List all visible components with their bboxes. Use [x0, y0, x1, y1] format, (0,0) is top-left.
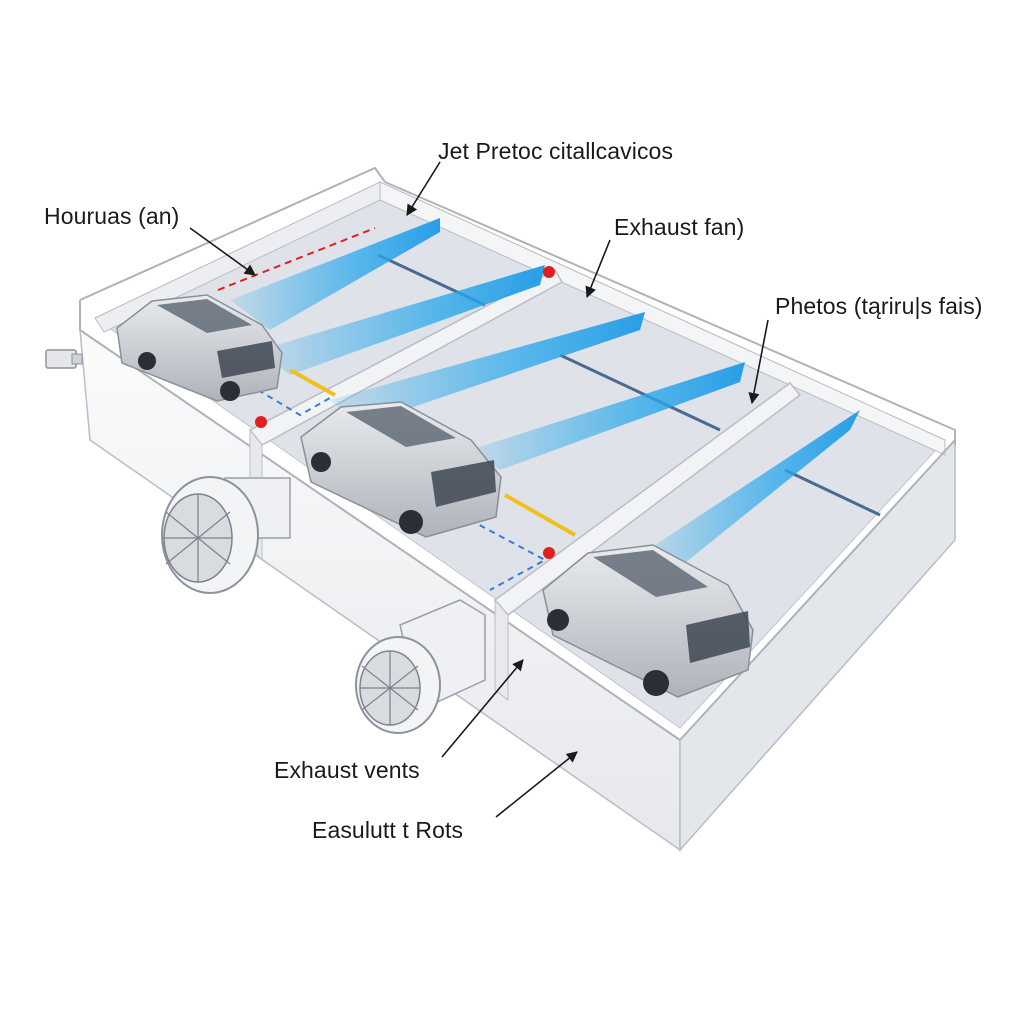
leader-arrow-icon [189, 227, 256, 276]
red-marker [543, 547, 555, 559]
blue-dashed-line [469, 519, 548, 591]
label-exhaust-fan: Exhaust fan) [614, 214, 745, 240]
bay-line-3 [784, 468, 881, 517]
red-marker [543, 266, 555, 278]
label-houruas: Houruas (an) [44, 203, 180, 229]
blue-dashed-line [257, 389, 331, 417]
bay-end-wall-2 [494, 598, 509, 702]
fan-icon [161, 476, 291, 594]
yellow-lane-line [504, 493, 576, 537]
airflow-jets [230, 218, 860, 575]
airflow-jet [260, 265, 545, 375]
leader-arrow-icon [441, 659, 524, 758]
leader-arrow-icon [406, 161, 441, 216]
red-marker [255, 416, 267, 428]
label-exhaust-vents: Exhaust vents [274, 757, 420, 783]
back-wall-right [379, 181, 946, 456]
car-icon [300, 401, 502, 538]
yellow-lane-line [289, 368, 336, 397]
fan-icon [355, 599, 486, 734]
airflow-jet [640, 410, 860, 575]
label-easulutt-rots: Easulutt t Rots [312, 817, 464, 843]
leader-arrow-icon [585, 239, 611, 299]
rim-front [79, 329, 681, 741]
label-phetos: Phetos (tąriru|s fais) [775, 293, 983, 319]
leader-arrow-icon [495, 751, 578, 818]
car-icon [542, 544, 754, 698]
bay-line-2 [559, 353, 721, 432]
label-jet-pretoc: Jet Pretoc citallcavicos [438, 138, 674, 164]
camera-icon [45, 349, 83, 369]
red-dashed-line [217, 227, 376, 291]
car-icon [116, 294, 283, 402]
airflow-jet [230, 218, 440, 330]
leader-arrows [189, 161, 769, 818]
leader-arrow-icon [748, 319, 769, 405]
airflow-jet [330, 312, 645, 425]
airflow-jet [470, 362, 745, 470]
rim-front-right [679, 439, 956, 741]
rim-top [79, 166, 956, 445]
